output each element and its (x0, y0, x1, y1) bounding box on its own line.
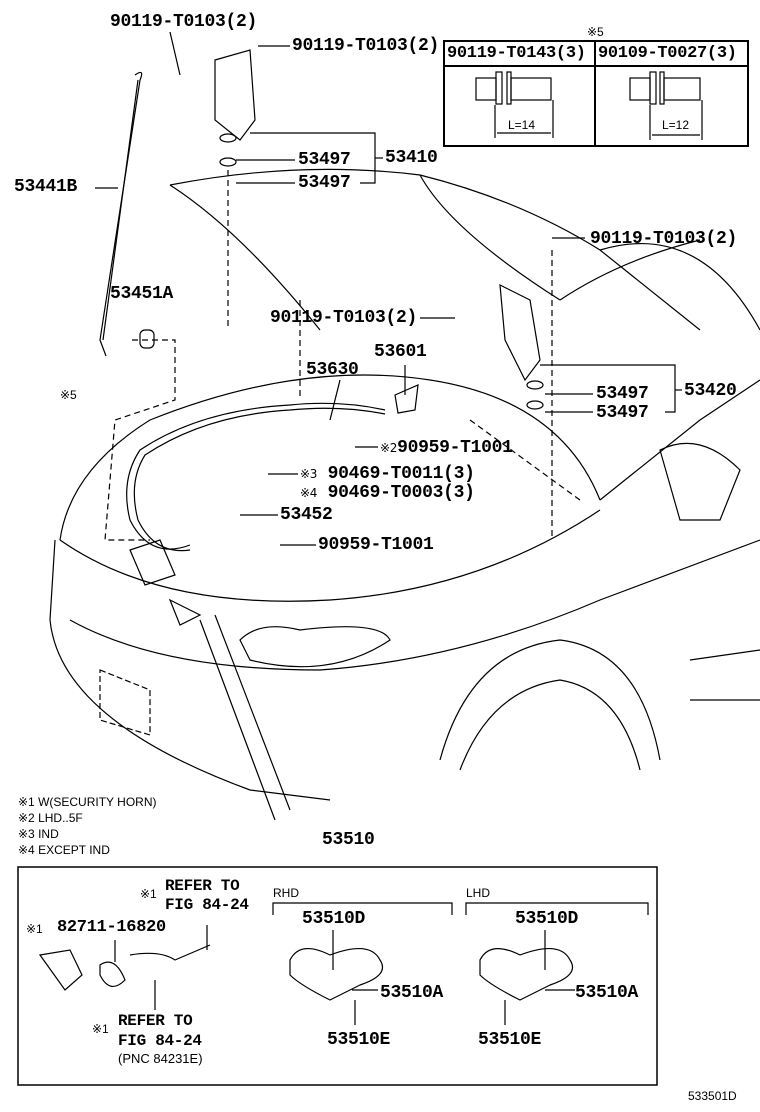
hinge-drawings (129, 49, 544, 586)
bolt-table-frame (443, 40, 749, 147)
callout-clamp-ind: ※3 90469-T0011(3) (300, 464, 475, 484)
figure-id: 533501D (688, 1089, 737, 1103)
bolt-table-part: 90109-T0027(3) (598, 44, 737, 63)
callout-rhd-e: 53510E (327, 1030, 391, 1050)
callout-lhd-d: 53510D (515, 909, 579, 929)
callout-hinge-bolt: 90119-T0103(2) (590, 229, 738, 249)
note-mark: ※1 (140, 887, 157, 901)
part-number: 90959-T1001 (397, 438, 513, 458)
bolt-length: L=12 (662, 118, 690, 132)
callout-cable-clamp: 53452 (280, 505, 333, 525)
dashed-guides (104, 170, 581, 541)
refer-text: FIG 84-24 (118, 1032, 202, 1050)
callout-support-rod: 53441B (14, 177, 78, 197)
bolt-table-mark: ※5 (587, 25, 604, 39)
note-mark: ※2 (380, 441, 398, 455)
release-cable-line (126, 402, 386, 552)
callout-hinge-bolt: 90119-T0103(2) (292, 36, 440, 56)
callout-clamp: 90959-T1001 (318, 535, 434, 555)
callout-release-handle: 53601 (374, 342, 427, 362)
note-line: ※2 LHD..5F (18, 811, 83, 825)
callout-washer: 53497 (596, 403, 649, 423)
callout-release-cable: 53630 (306, 360, 359, 380)
note-line: ※3 IND (18, 827, 59, 841)
callout-washer: 53497 (298, 173, 351, 193)
refer-pnc: (PNC 84231E) (118, 1051, 203, 1066)
note-mark: ※1 (26, 922, 43, 936)
callout-rhd-d: 53510D (302, 909, 366, 929)
callout-note5-bolt: ※5 (60, 388, 77, 402)
lhd-label: LHD (466, 886, 491, 900)
refer-text: REFER TO (118, 1012, 193, 1030)
note-mark: ※4 (300, 486, 318, 500)
note-mark: ※1 (92, 1022, 109, 1036)
callout-hinge: 53420 (684, 381, 737, 401)
refer-text: FIG 84-24 (165, 896, 249, 914)
part-number: 90469-T0011(3) (327, 464, 475, 484)
callout-clamp-lhd: ※290959-T1001 (380, 438, 513, 458)
refer-text: REFER TO (165, 877, 240, 895)
callout-hinge-bolt: 90119-T0103(2) (110, 12, 258, 32)
callout-hinge-bolt: 90119-T0103(2) (270, 308, 418, 328)
bolt-table-part: 90119-T0143(3) (447, 44, 586, 63)
callout-hood-lock: 53510 (322, 830, 375, 850)
callout-lhd-a: 53510A (575, 983, 639, 1003)
detail-box-frame (17, 866, 658, 1086)
leader-lines (168, 31, 682, 821)
note-line: ※1 W(SECURITY HORN) (18, 795, 157, 809)
rhd-label: RHD (273, 886, 299, 900)
callout-washer: 53497 (596, 384, 649, 404)
part-number: 90469-T0003(3) (327, 483, 475, 503)
callout-hinge: 53410 (385, 148, 438, 168)
bolt-length: L=14 (508, 118, 536, 132)
callout-clamp-except-ind: ※4 90469-T0003(3) (300, 483, 475, 503)
callout-washer: 53497 (298, 150, 351, 170)
note-line: ※4 EXCEPT IND (18, 843, 110, 857)
callout-rod-holder: 53451A (110, 284, 174, 304)
hood-outline (59, 168, 760, 602)
support-rod-drawing (95, 71, 143, 357)
note-mark: ※3 (300, 467, 318, 481)
callout-rhd-a: 53510A (380, 983, 444, 1003)
callout-lhd-e: 53510E (478, 1030, 542, 1050)
car-body-outline (49, 379, 760, 801)
callout-security-switch: 82711-16820 (57, 918, 166, 937)
